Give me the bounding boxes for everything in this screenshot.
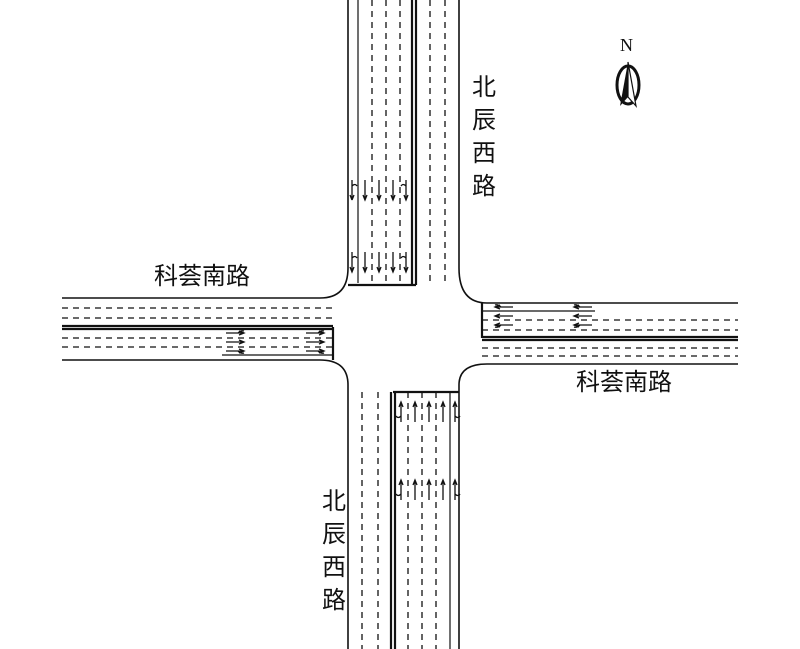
north-road-label-char-1: 北 — [472, 74, 496, 101]
east-lane-arrows — [493, 304, 592, 328]
east-road — [480, 303, 738, 357]
west-road-label: 科荟南路 — [154, 263, 250, 290]
north-compass: N — [615, 35, 641, 108]
south-road-label-char-3: 西 — [322, 555, 346, 581]
north-lane-arrows-upper — [349, 180, 409, 202]
south-road-label-char-1: 北 — [322, 488, 346, 515]
south-lane-arrows-lower — [395, 478, 461, 500]
north-lane-arrows-lower — [349, 252, 409, 274]
north-road — [348, 0, 446, 287]
road-edges — [62, 0, 738, 649]
north-road-label-char-3: 西 — [472, 141, 496, 167]
west-road — [62, 307, 335, 360]
south-road-label-char-4: 路 — [322, 587, 346, 614]
north-arrow-icon — [615, 61, 641, 108]
south-road-label-char-2: 辰 — [322, 522, 346, 548]
north-road-label-char-4: 路 — [472, 173, 496, 200]
north-road-label-char-2: 辰 — [472, 108, 496, 134]
south-lane-arrows-upper — [395, 400, 461, 422]
north-letter: N — [620, 35, 633, 55]
north-road-label: 北 辰 西 路 — [472, 74, 496, 200]
east-road-label: 科荟南路 — [576, 369, 672, 396]
south-road-label: 北 辰 西 路 — [322, 488, 346, 614]
south-road — [361, 390, 461, 649]
west-lane-arrows — [226, 330, 326, 354]
